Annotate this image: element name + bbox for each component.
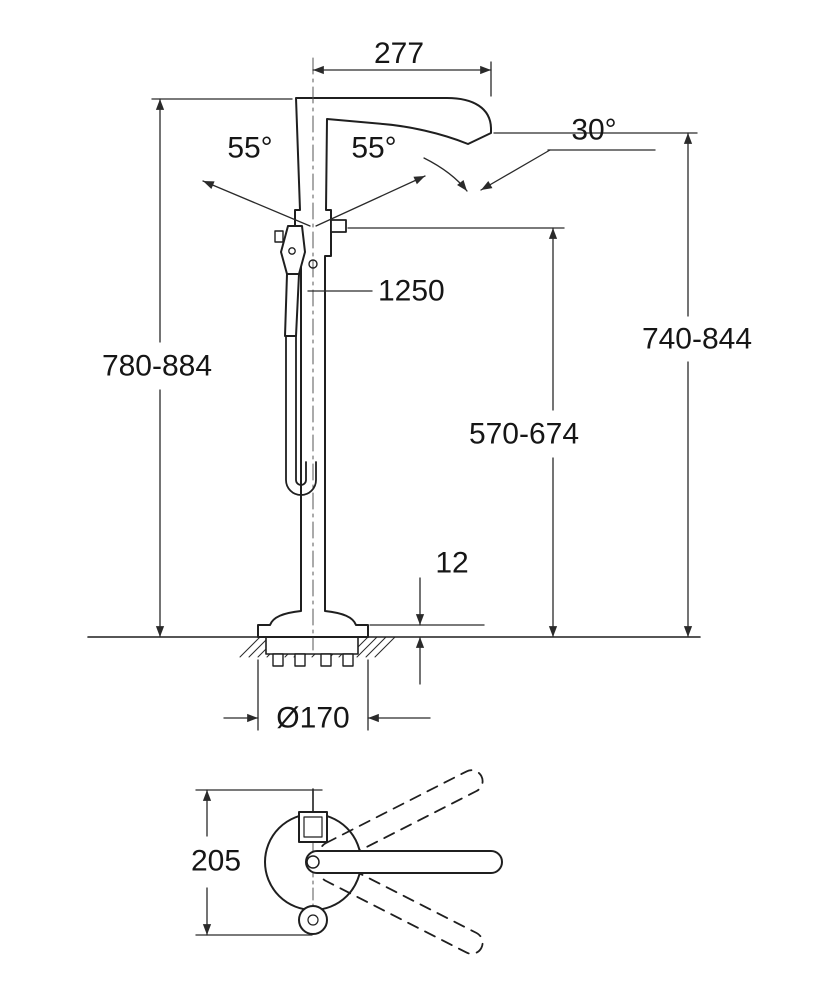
plan-spout-inner bbox=[303, 816, 323, 838]
plan-shower-holder-inner bbox=[307, 914, 319, 926]
plan-lever bbox=[305, 850, 503, 874]
elevation-view: 277 780-884 740-844 570-674 1250 bbox=[87, 37, 752, 735]
faucet-body bbox=[257, 97, 492, 638]
plan-view: 205 bbox=[191, 769, 503, 955]
dim-plan-depth-group bbox=[195, 789, 323, 936]
dim-lever-height-group bbox=[347, 227, 565, 638]
shower-grip bbox=[284, 273, 300, 337]
hand-shower bbox=[274, 225, 306, 337]
lever-angle-group bbox=[202, 157, 468, 227]
dim-total-height: 780-884 bbox=[102, 350, 212, 383]
dim-spout-reach: 277 bbox=[374, 37, 424, 70]
mounting-box bbox=[265, 636, 359, 655]
dim-lever-angle-right: 55° bbox=[351, 132, 396, 165]
body-ring bbox=[308, 259, 318, 269]
dim-total-height-group bbox=[151, 98, 293, 638]
shower-head bbox=[280, 225, 306, 275]
dim-plan-depth: 205 bbox=[191, 845, 241, 878]
dim-outlet-height-group bbox=[493, 132, 698, 638]
plan-shower-holder bbox=[298, 905, 328, 935]
dim-base-plate: 12 bbox=[435, 547, 468, 580]
spout-angle-group bbox=[480, 149, 656, 191]
dim-lever-angle-left: 55° bbox=[227, 132, 272, 165]
dim-hose-length: 1250 bbox=[378, 275, 445, 308]
shower-hose bbox=[285, 335, 317, 496]
dim-outlet-height: 740-844 bbox=[642, 323, 752, 356]
mounting-bolt bbox=[320, 653, 332, 667]
mounting-bolt bbox=[272, 653, 284, 667]
shower-hook bbox=[274, 230, 284, 243]
plan-lever-pivot bbox=[306, 855, 320, 869]
shower-ring bbox=[288, 247, 296, 255]
dim-base-diameter-group bbox=[223, 659, 431, 731]
dim-base-plate-group bbox=[369, 577, 485, 685]
lever-handle bbox=[330, 219, 347, 233]
mounting-bolt bbox=[342, 653, 354, 667]
dim-spout-reach-group bbox=[312, 61, 492, 97]
dim-base-diameter: Ø170 bbox=[276, 702, 349, 735]
dim-spout-angle: 30° bbox=[571, 114, 616, 147]
mounting-bolt bbox=[294, 653, 306, 667]
dim-lever-height: 570-674 bbox=[469, 418, 579, 451]
